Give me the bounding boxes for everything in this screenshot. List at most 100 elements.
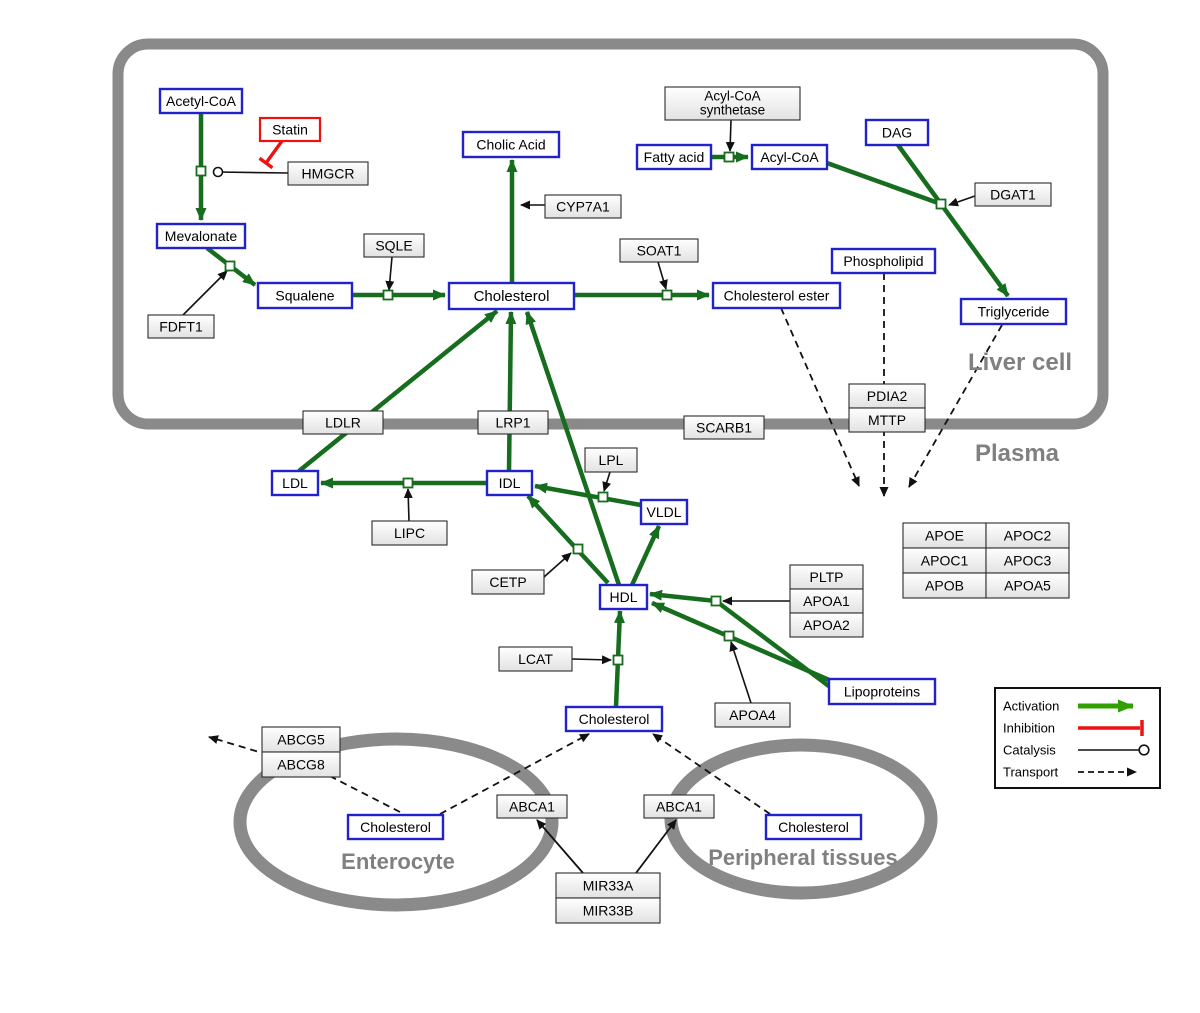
node-apoa1[interactable] (789, 588, 864, 614)
node-acyl-coa[interactable] (750, 143, 829, 171)
node-mir33b[interactable] (555, 897, 661, 924)
node-phospholipid[interactable] (830, 247, 937, 275)
node-abca1-peripheral[interactable] (643, 794, 715, 819)
edge-dag-to-dgat-node (896, 143, 943, 206)
legend-transport-label: Transport (1003, 765, 1059, 780)
node-dgat1[interactable] (974, 182, 1052, 207)
node-apob-label: APOB (925, 578, 964, 594)
node-lcat[interactable] (498, 646, 573, 672)
node-apoc2-label: APOC2 (1004, 528, 1052, 544)
node-squalene[interactable] (256, 281, 354, 310)
node-dag-label: DAG (882, 125, 912, 141)
node-lrp1[interactable] (477, 410, 549, 435)
node-apoc1[interactable] (902, 547, 987, 574)
node-mevalonate-label: Mevalonate (165, 228, 238, 244)
node-cholesterol-enterocyte-label: Cholesterol (360, 819, 431, 835)
node-cetp[interactable] (471, 569, 545, 595)
peripheral-tissues-label: Peripheral tissues (708, 845, 898, 870)
node-vldl-label: VLDL (646, 504, 681, 520)
liver-cell-label: Liver cell (968, 349, 1072, 376)
node-hdl[interactable] (598, 583, 649, 611)
node-fatty-acid[interactable] (635, 143, 713, 171)
node-apoc2[interactable] (985, 522, 1070, 549)
liver-cell-membrane (112, 38, 1109, 430)
node-dag[interactable] (864, 118, 930, 147)
node-apoa4-label: APOA4 (729, 707, 776, 723)
reaction-node (224, 260, 236, 272)
node-acyl-coa-label: Acyl-CoA (760, 149, 819, 165)
edge-lipc-catalysis (403, 488, 413, 522)
node-cholic-acid[interactable] (461, 130, 561, 159)
node-abcg8-label: ABCG8 (277, 757, 325, 773)
node-abcg5[interactable] (261, 726, 341, 753)
node-apoe-label: APOE (925, 528, 964, 544)
node-lpl[interactable] (584, 447, 638, 473)
node-idl[interactable] (485, 469, 534, 497)
node-soat1[interactable] (619, 238, 699, 263)
legend-catalysis-label: Catalysis (1003, 743, 1056, 758)
node-sqle[interactable] (363, 233, 425, 258)
node-acyl-coa-synthetase-label-1: synthetase (700, 103, 765, 118)
peripheral-tissues-membrane (664, 738, 938, 900)
edge-statin-inhibits-hmgcr (264, 140, 284, 164)
node-mir33b-label: MIR33B (583, 903, 634, 919)
node-vldl[interactable] (639, 498, 689, 526)
enterocyte-membrane (233, 732, 559, 912)
node-mttp[interactable] (848, 407, 926, 433)
node-cholesterol-liver[interactable] (447, 281, 576, 311)
node-acetyl-coa[interactable] (158, 87, 244, 115)
node-apob[interactable] (902, 572, 987, 599)
node-acyl-coa-synthetase[interactable] (664, 86, 801, 121)
node-apoa4[interactable] (714, 702, 791, 728)
edge-apoa4-catalysis (729, 641, 752, 704)
edge-cholesterol-efflux-abcg (208, 735, 401, 813)
node-apoc3[interactable] (985, 547, 1070, 574)
node-dgat1-label: DGAT1 (990, 187, 1036, 203)
edge-hdl-to-liver-cholesterol (524, 311, 622, 586)
node-ldlr[interactable] (302, 410, 384, 435)
node-cholesterol-enterocyte[interactable] (346, 813, 445, 841)
node-apoc3-label: APOC3 (1004, 553, 1052, 569)
node-apoa2-label: APOA2 (803, 617, 850, 633)
node-squalene-label: Squalene (275, 288, 334, 304)
node-hmgcr[interactable] (287, 161, 369, 186)
node-statin[interactable] (258, 116, 322, 143)
node-lipc[interactable] (371, 520, 448, 546)
node-fatty-acid-label: Fatty acid (644, 149, 705, 165)
edge-soat1-catalysis (657, 261, 668, 290)
node-lpl-label: LPL (599, 452, 624, 468)
node-apoa5[interactable] (985, 572, 1070, 599)
edge-lcat-catalysis (571, 655, 612, 665)
node-cholic-acid-label: Cholic Acid (476, 137, 545, 153)
node-mevalonate[interactable] (155, 222, 247, 250)
edge-cholesterol-ester-secretion (780, 307, 860, 487)
node-lcat-label: LCAT (518, 651, 553, 667)
node-phospholipid-label: Phospholipid (843, 253, 923, 269)
legend-inhibition-label: Inhibition (1003, 721, 1055, 736)
reaction-node (661, 289, 673, 301)
node-pltp-label: PLTP (810, 569, 844, 585)
node-fdft1[interactable] (147, 314, 215, 339)
node-cholesterol-peripheral[interactable] (764, 813, 863, 841)
edge-sqle-catalysis (385, 256, 395, 291)
node-cholesterol-ester[interactable] (711, 281, 842, 310)
edge-ldl-to-liver-cholesterol (297, 309, 499, 473)
edge-cholesterol-efflux-enterocyte (439, 733, 590, 815)
node-triglyceride[interactable] (959, 297, 1068, 326)
node-ldl[interactable] (270, 469, 320, 497)
node-scarb1[interactable] (683, 415, 765, 440)
reaction-node (723, 630, 735, 642)
node-abca1-enterocyte[interactable] (496, 794, 568, 819)
reaction-node (572, 543, 584, 555)
node-cholesterol-plasma[interactable] (564, 705, 664, 733)
node-cyp7a1[interactable] (544, 194, 622, 219)
edge-dgat1-catalysis (948, 195, 976, 207)
node-lipc-label: LIPC (394, 525, 425, 541)
node-lipoproteins[interactable] (827, 677, 937, 706)
node-mir33a[interactable] (555, 872, 661, 899)
node-abcg8[interactable] (261, 751, 341, 778)
node-statin-label: Statin (272, 122, 308, 138)
node-apoa2[interactable] (789, 612, 864, 638)
